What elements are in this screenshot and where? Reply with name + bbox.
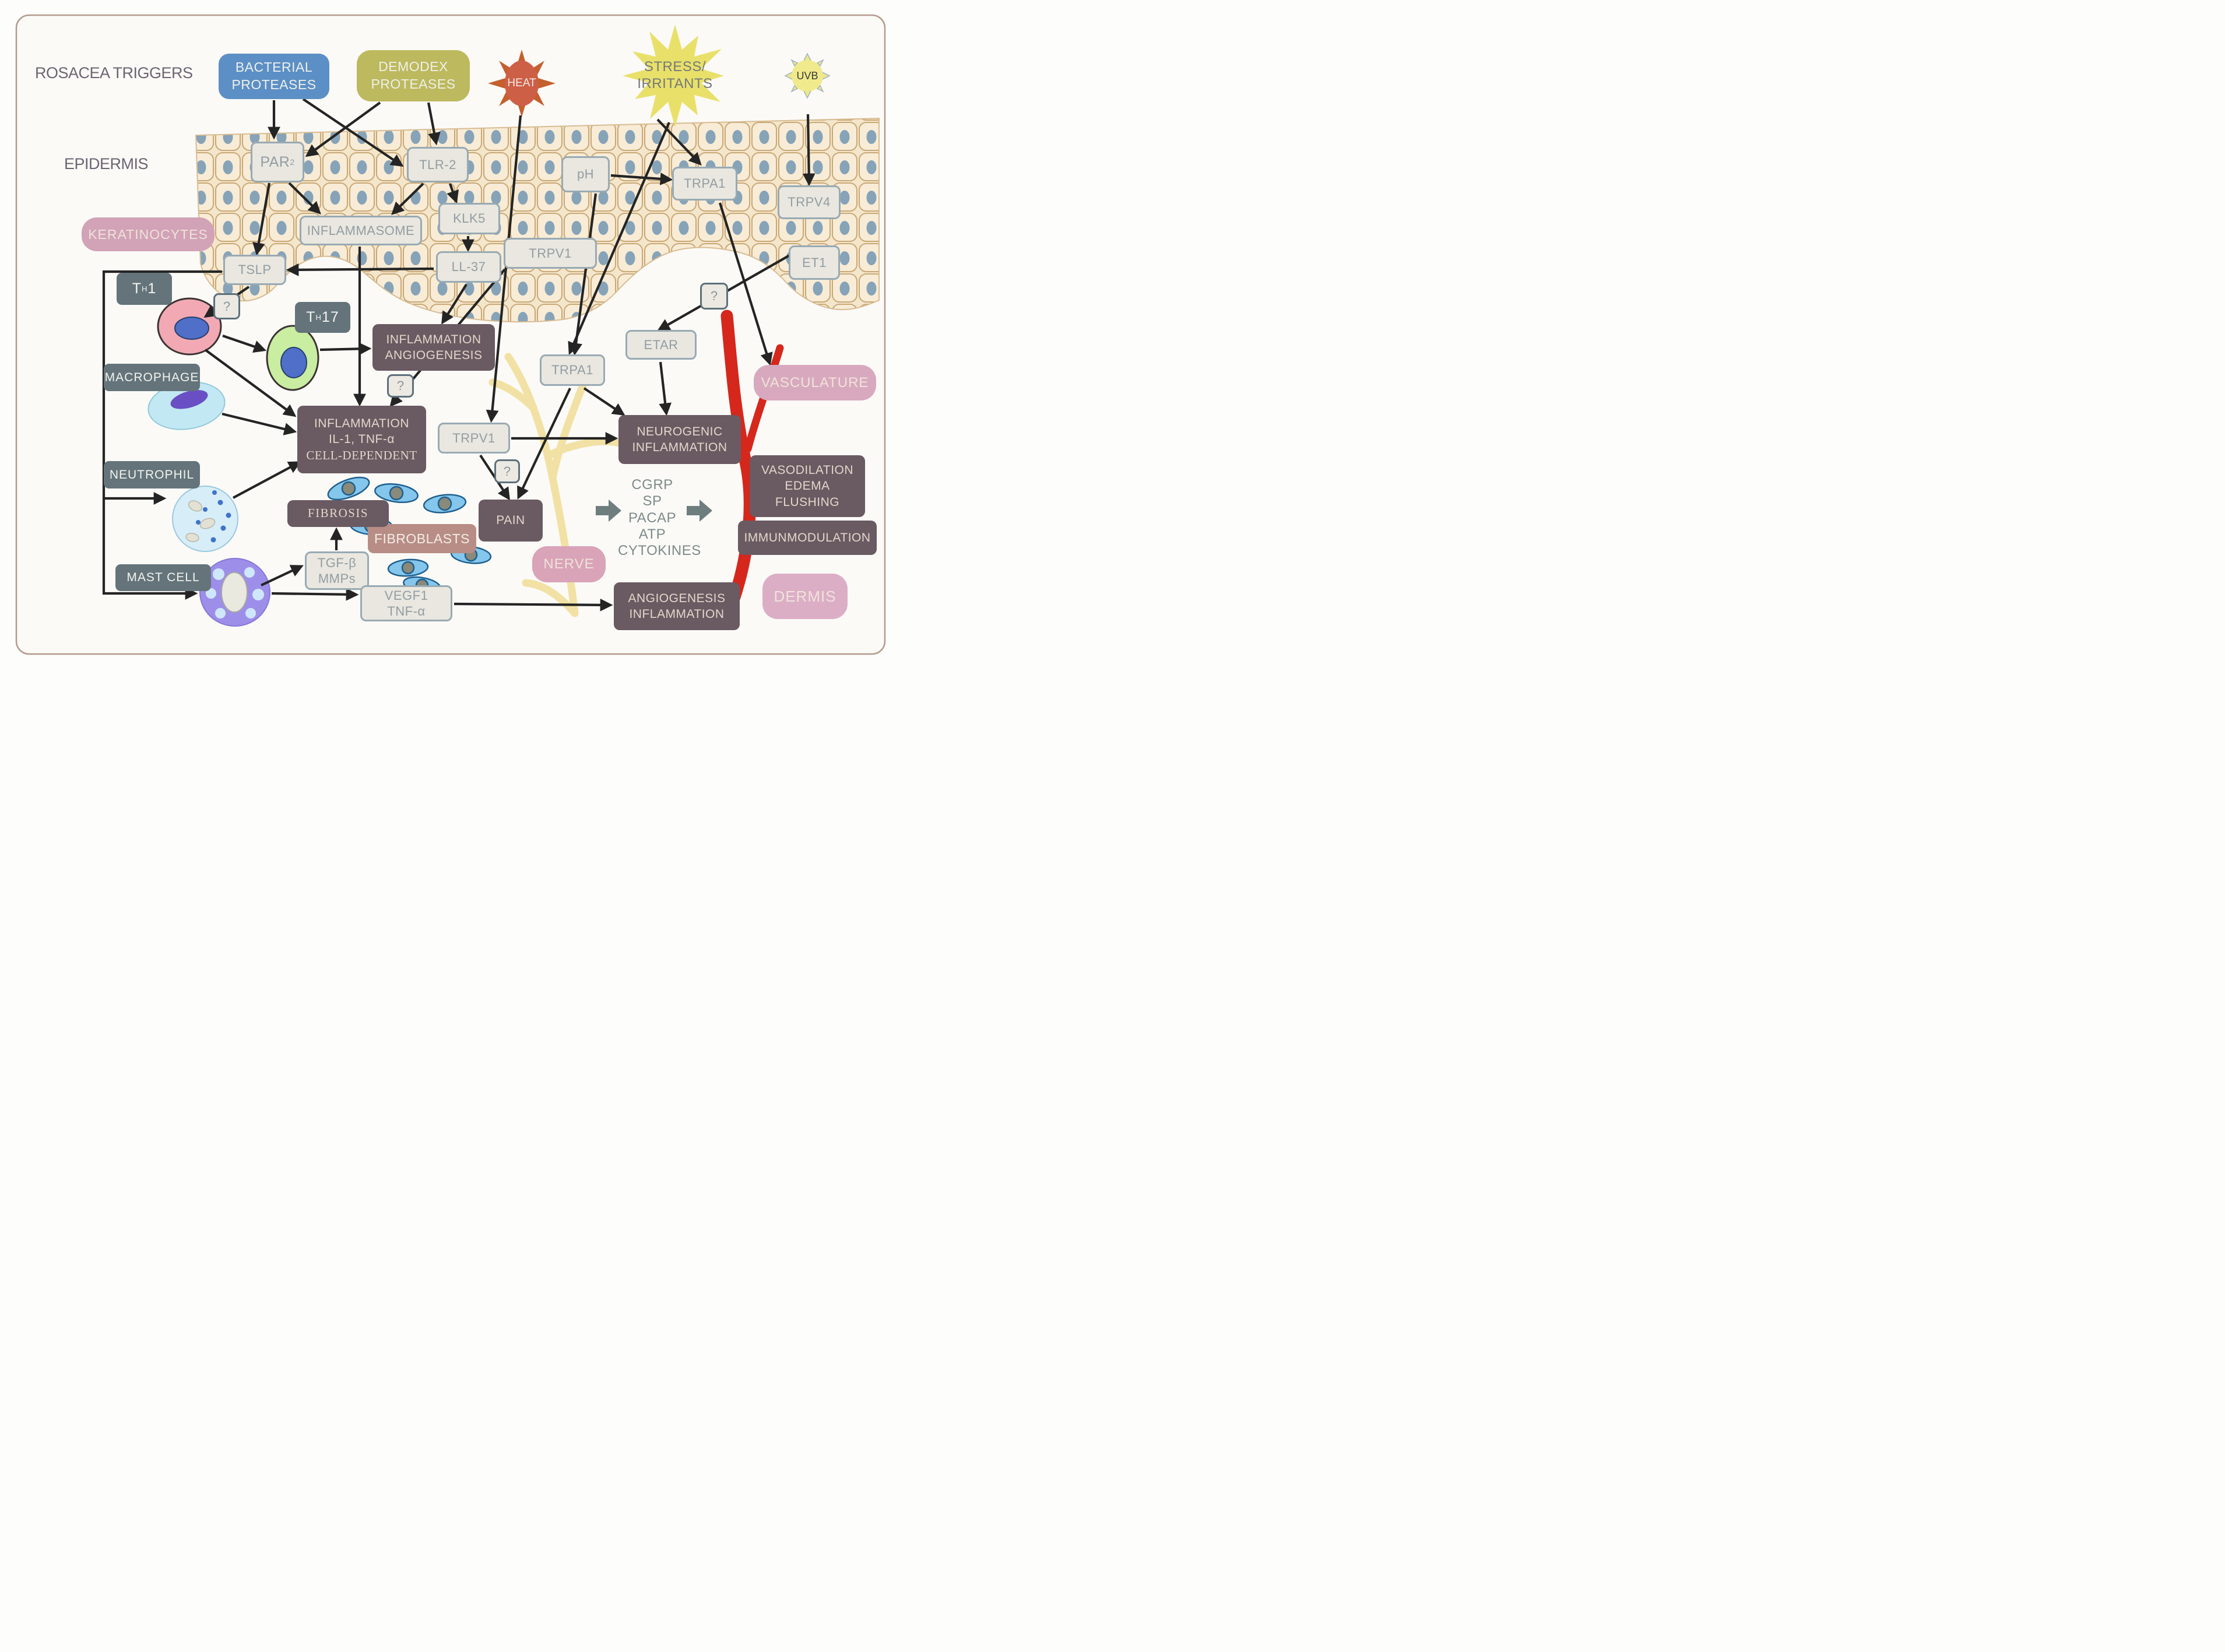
inflammation-cell-dependent-box: INFLAMMATION IL-1, TNF-α CELL-DEPENDENT <box>297 406 426 473</box>
neuropeptide-mediators-list: CGRP SP PACAP ATP CYTOKINES <box>618 477 701 559</box>
mediator-flow-arrows <box>596 500 712 522</box>
macrophage-cell-icon <box>147 381 226 430</box>
trpv1-epidermis-box: TRPV1 <box>504 238 597 269</box>
vasculature-label: VASCULATURE <box>754 365 876 400</box>
inflammasome-box: INFLAMMASOME <box>300 216 422 245</box>
th1-cell-icon <box>157 297 222 356</box>
trpv4-box: TRPV4 <box>778 185 841 219</box>
keratinocytes-label: KERATINOCYTES <box>82 217 215 251</box>
immunmodulation-box: IMMUNMODULATION <box>738 521 877 555</box>
ph-box: pH <box>561 156 610 192</box>
dermis-label: DERMIS <box>762 574 848 619</box>
neutrophil-cell-icon <box>172 486 238 552</box>
epidermis-label: EPIDERMIS <box>64 155 149 173</box>
demodex-proteases-box: DEMODEX PROTEASES <box>357 50 470 101</box>
mast-cell-label: MAST CELL <box>115 564 211 591</box>
neurogenic-inflammation-box: NEUROGENIC INFLAMMATION <box>618 415 741 464</box>
trpv1-dermis-box: TRPV1 <box>438 423 510 454</box>
question-box-trpv1-pain: ? <box>494 459 520 483</box>
angiogenesis-inflammation-box: ANGIOGENESIS INFLAMMATION <box>614 582 740 630</box>
rosacea-pathway-diagram: ROSACEA TRIGGERS EPIDERMIS BACTERIAL PRO… <box>0 0 901 669</box>
stress-irritants-label: STRESS/ IRRITANTS <box>637 59 713 92</box>
question-box-et1-etar: ? <box>700 283 728 310</box>
question-box-tslp-th1: ? <box>213 293 240 319</box>
uvb-label: UVB <box>796 69 818 82</box>
mast-cell-icon <box>199 558 270 627</box>
nerve-label: NERVE <box>532 546 606 582</box>
tslp-box: TSLP <box>223 255 286 285</box>
vegf1-tnfa-box: VEGF1 TNF-α <box>360 585 452 621</box>
trpa1-epidermis-box: TRPA1 <box>672 167 737 201</box>
tlr2-box: TLR-2 <box>407 147 469 182</box>
bacterial-proteases-box: BACTERIAL PROTEASES <box>219 54 329 99</box>
stress-starburst-icon <box>623 24 724 127</box>
tgfb-mmps-box: TGF-β MMPs <box>305 551 369 590</box>
heat-sun-icon <box>488 50 556 117</box>
th17-cell-icon <box>266 325 319 391</box>
fibrosis-box: FIBROSIS <box>287 500 389 527</box>
et1-box: ET1 <box>789 245 840 280</box>
trpa1-dermis-box: TRPA1 <box>540 354 605 386</box>
vasodilation-edema-flushing-box: VASODILATION EDEMA FLUSHING <box>750 455 865 517</box>
question-box-trpv1-inflammation: ? <box>387 374 414 398</box>
heat-label: HEAT <box>507 77 536 89</box>
neutrophil-label: NEUTROPHIL <box>104 461 200 488</box>
klk5-box: KLK5 <box>438 203 500 234</box>
fibroblasts-label: FIBROBLASTS <box>368 524 476 553</box>
pain-box: PAIN <box>479 500 543 542</box>
macrophage-label: MACROPHAGE <box>104 364 200 391</box>
etar-box: ETAR <box>625 330 697 360</box>
ll37-box: LL-37 <box>436 251 501 283</box>
page-title: ROSACEA TRIGGERS <box>35 64 193 82</box>
uvb-sun-icon <box>784 52 831 99</box>
inflammation-angiogenesis-box: INFLAMMATION ANGIOGENESIS <box>372 324 495 371</box>
